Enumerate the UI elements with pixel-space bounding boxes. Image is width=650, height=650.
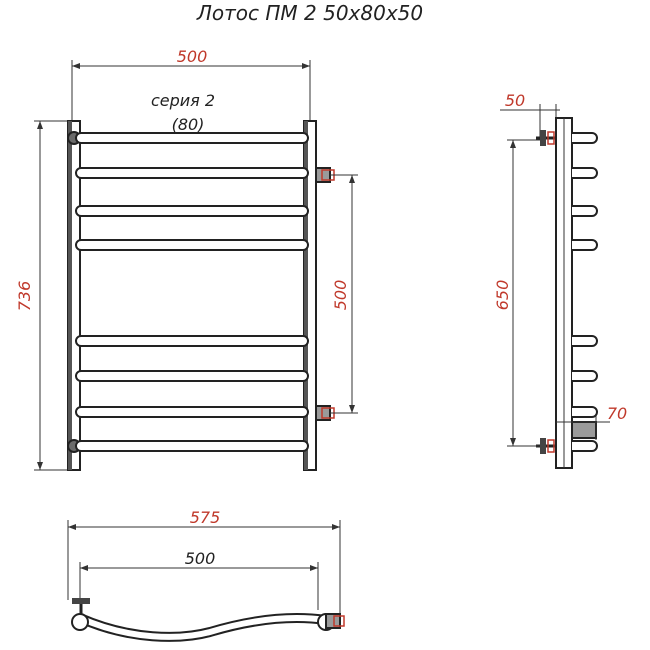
arrow-head [310,565,318,571]
side-rung [572,132,598,144]
top-left-collector [71,613,89,631]
top-wall-bracket [72,598,90,604]
arrow-head [510,438,516,446]
arrow-head [72,63,80,69]
side-view: 50 650 70 [493,91,627,469]
top-total-label: 575 [190,508,221,527]
rung [75,370,309,382]
arrow-head [349,405,355,413]
drawing-title: Лотос ПМ 2 50х80х50 [196,1,423,25]
front-width-label: 500 [177,47,208,66]
arrow-head [80,565,88,571]
side-connection-pipe [571,421,597,439]
side-depth-label: 70 [607,404,627,423]
collector-shade [68,121,72,470]
series-sub-label: (80) [172,115,205,134]
wall-bracket-bottom-plate [540,438,546,454]
side-rung [572,205,598,217]
wall-bracket-top-plate [540,130,546,146]
arrow-head [332,524,340,530]
arrow-head [37,121,43,129]
side-rung [572,167,598,179]
side-rung [572,406,598,418]
connection-spacing-label: 500 [331,280,350,311]
rung [75,406,309,418]
side-offset-label: 50 [505,91,525,110]
top-view: 575 500 [67,508,345,642]
bracket-fitting-top [547,131,555,145]
side-rung [572,335,598,347]
top-inner-label: 500 [185,549,216,568]
arrow-head [68,524,76,530]
collector-shade [304,121,308,470]
front-height-label: 736 [15,281,34,312]
rung [75,132,309,144]
arrow-head [510,140,516,148]
rung [75,440,309,452]
top-connection-thread [333,615,345,627]
side-rung [572,370,598,382]
rung [75,335,309,347]
rung [75,205,309,217]
side-rung [572,239,598,251]
rung [75,239,309,251]
front-view: 500 серия 2 (80) 736 [15,47,358,471]
series-label: серия 2 [151,91,215,110]
top-connection-fitting [325,613,341,629]
arrow-head [349,175,355,183]
side-rung [572,440,598,452]
rung [75,167,309,179]
side-height-label: 650 [493,280,512,311]
arrow-head [302,63,310,69]
bracket-fitting-bottom [547,439,555,453]
arrow-head [37,462,43,470]
top-curved-rung-fill [78,615,327,640]
